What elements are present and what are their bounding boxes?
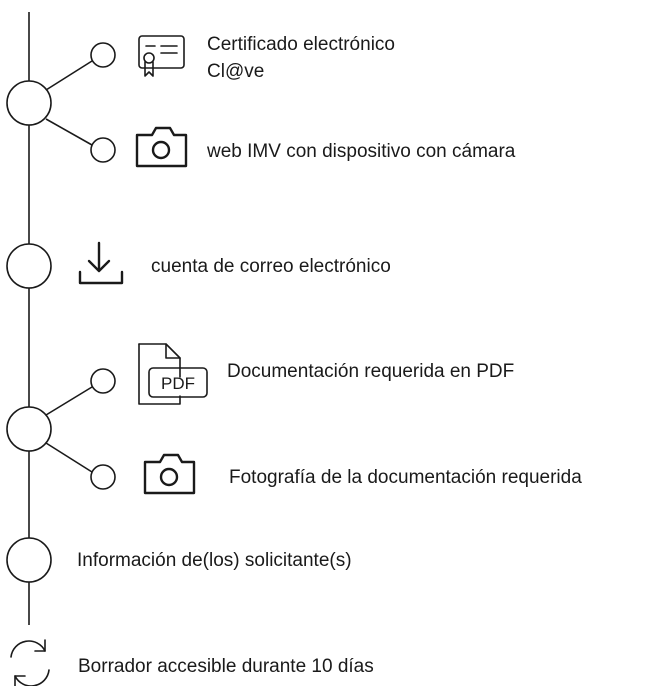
- branch-connector: [45, 442, 93, 473]
- step-2: cuenta de correo electrónico: [6, 241, 391, 289]
- step-node: [6, 80, 52, 126]
- step-node: [6, 537, 52, 583]
- option-node: [90, 368, 116, 394]
- option-label: Fotografía de la documentación requerida: [229, 467, 582, 488]
- option-label: web IMV con dispositivo con cámara: [206, 141, 516, 162]
- option-label: Documentación requerida en PDF: [227, 361, 514, 382]
- branch-connector: [45, 60, 93, 91]
- option-node: [90, 42, 116, 68]
- step-node: [6, 243, 52, 289]
- step-4: Información de(los) solicitante(s): [6, 537, 352, 583]
- option-node: [90, 464, 116, 490]
- step-node: [6, 406, 52, 452]
- footer-label: Borrador accesible durante 10 días: [78, 656, 374, 677]
- certificate-icon: [138, 35, 185, 77]
- step-label: Información de(los) solicitante(s): [77, 550, 352, 571]
- pdf-icon-text: PDF: [161, 374, 195, 393]
- pdf-document-icon: PDF: [138, 343, 208, 405]
- option-label-line2: Cl@ve: [207, 61, 264, 82]
- download-icon: [78, 241, 124, 285]
- step-1: Certificado electrónico Cl@ve web IMV co…: [6, 34, 516, 168]
- option-node: [90, 137, 116, 163]
- step-label: cuenta de correo electrónico: [151, 256, 391, 277]
- camera-icon: [143, 453, 196, 495]
- branch-connector: [45, 386, 93, 416]
- camera-icon: [135, 126, 188, 168]
- footer: Borrador accesible durante 10 días: [10, 639, 374, 686]
- option-label: Certificado electrónico: [207, 34, 395, 55]
- refresh-sync-icon: [10, 639, 50, 686]
- branch-connector: [45, 118, 93, 146]
- step-3: PDF Documentación requerida en PDF Fotog…: [6, 343, 582, 495]
